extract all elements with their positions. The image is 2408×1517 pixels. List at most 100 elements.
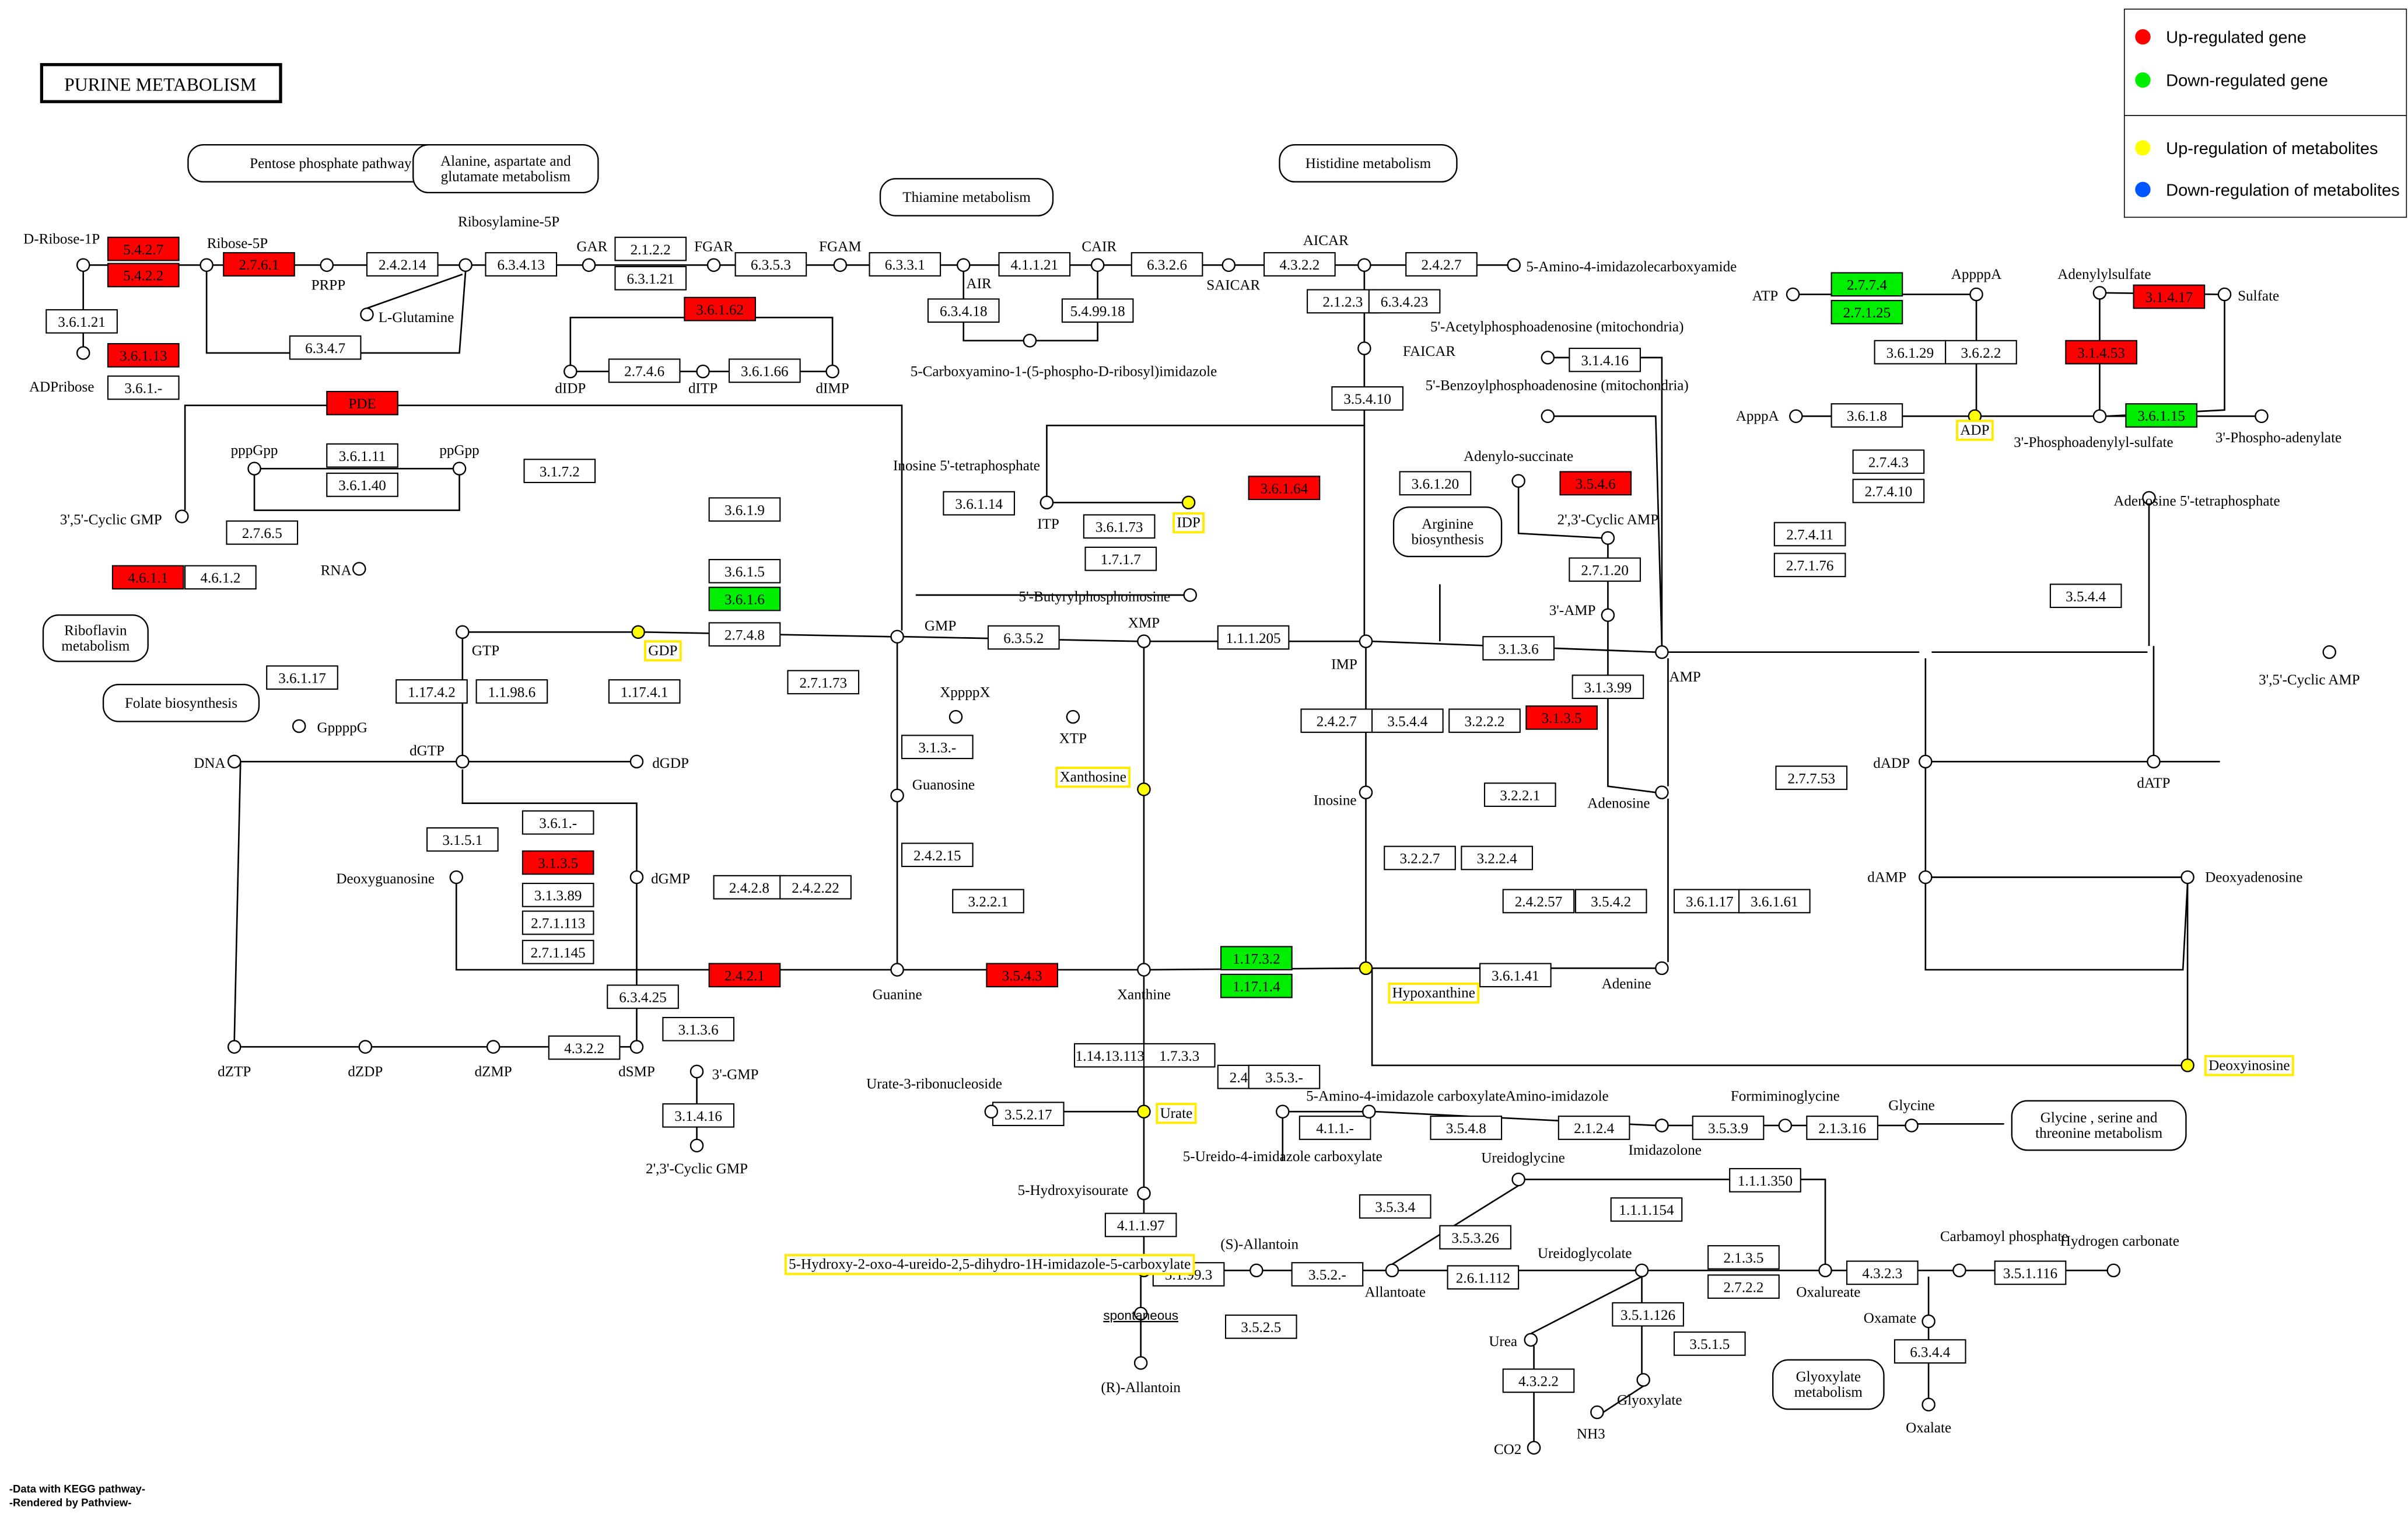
gene-box[interactable]: 2.1.3.5: [1707, 1245, 1780, 1270]
compound-node[interactable]: Adenosine 5'-tetraphosphate: [2113, 491, 2280, 509]
compound-node[interactable]: Guanine: [873, 963, 922, 1002]
gene-box[interactable]: 2.4.2.7: [1405, 252, 1478, 277]
compound-node[interactable]: (S)-Allantoin: [1220, 1236, 1298, 1278]
compound-node[interactable]: 5-Carboxyamino-1-(5-phospho-D-ribosyl)im…: [911, 334, 1217, 380]
compound-node[interactable]: dIMP: [816, 364, 849, 397]
gene-box[interactable]: 3.6.1.9: [708, 497, 781, 522]
compound-node[interactable]: 5'-Acetylphosphoadenosine (mitochondria): [1430, 319, 1684, 365]
gene-box[interactable]: 3.1.7.2: [523, 459, 596, 484]
gene-box[interactable]: 3.1.3.89: [522, 883, 594, 907]
gene-box[interactable]: 3.1.3.-: [901, 735, 974, 760]
gene-box[interactable]: 3.5.4.4: [2049, 583, 2122, 609]
gene-box[interactable]: 3.1.5.1: [426, 827, 499, 852]
compound-node[interactable]: IDP: [1172, 495, 1205, 534]
compound-node[interactable]: Hydrogen carbonate: [2060, 1233, 2179, 1278]
gene-box[interactable]: 3.6.1.40: [326, 473, 398, 497]
gene-box[interactable]: 3.6.1.62: [684, 296, 757, 321]
compound-node[interactable]: 5-Amino-4-imidazole carboxylate: [1306, 1089, 1506, 1118]
gene-box[interactable]: 3.6.1.6: [708, 586, 781, 611]
gene-box[interactable]: 3.5.1.116: [1994, 1260, 2067, 1285]
compound-node[interactable]: D-Ribose-1P: [23, 231, 100, 272]
compound-node[interactable]: Ureidoglycine: [1481, 1150, 1565, 1187]
gene-box[interactable]: 2.7.1.73: [787, 670, 860, 695]
compound-node[interactable]: 2',3'-Cyclic AMP: [1558, 512, 1659, 545]
compound-node[interactable]: Xanthine: [1117, 963, 1171, 1002]
compound-node[interactable]: 3'-Phospho-adenylate: [2216, 409, 2342, 446]
gene-box[interactable]: 1.1.1.154: [1610, 1197, 1683, 1222]
compound-node[interactable]: IMP: [1331, 634, 1373, 673]
gene-box[interactable]: 1.17.4.1: [608, 679, 681, 704]
compound-node[interactable]: CO2: [1494, 1441, 1541, 1457]
compound-node[interactable]: Ureidoglycolate: [1538, 1246, 1649, 1278]
gene-box[interactable]: 3.1.4.17: [2133, 284, 2206, 309]
gene-box[interactable]: 3.6.1.8: [1831, 403, 1903, 428]
compound-node[interactable]: Carbamoyl phosphate: [1940, 1229, 2068, 1278]
gene-box[interactable]: 6.3.2.6: [1130, 252, 1203, 277]
compound-node[interactable]: Guanosine: [890, 777, 975, 803]
compound-node[interactable]: Deoxyinosine: [2180, 1055, 2294, 1076]
compound-node[interactable]: Deoxyadenosine: [2180, 869, 2303, 885]
compound-node[interactable]: XppppX: [940, 684, 991, 724]
compound-node[interactable]: dGDP: [629, 754, 689, 771]
gene-box[interactable]: 2.7.4.6: [608, 358, 681, 383]
compound-node[interactable]: 3'-Phosphoadenylyl-sulfate: [2014, 409, 2174, 450]
gene-box[interactable]: 6.3.3.1: [869, 252, 942, 277]
compound-node[interactable]: dITP: [688, 364, 718, 397]
compound-node[interactable]: Glycine: [1888, 1098, 1935, 1132]
compound-node[interactable]: Oxamate: [1864, 1310, 1936, 1329]
compound-node[interactable]: 5-Hydroxy-2-oxo-4-ureido-2,5-dihydro-1H-…: [784, 1254, 1195, 1278]
gene-box[interactable]: 6.3.4.25: [607, 984, 679, 1009]
compound-node[interactable]: Formiminoglycine: [1731, 1089, 1840, 1132]
compound-node[interactable]: Inosine: [1314, 785, 1373, 809]
gene-box[interactable]: 3.1.3.5: [1525, 705, 1598, 730]
gene-box[interactable]: 3.5.4.6: [1559, 471, 1632, 496]
compound-node[interactable]: 5-Amino-4-imidazolecarboxyamide: [1507, 258, 1737, 275]
gene-box[interactable]: 3.2.2.1: [952, 889, 1024, 914]
pathway-map[interactable]: Folate biosynthesis: [102, 683, 260, 722]
compound-node[interactable]: dZDP: [348, 1040, 383, 1080]
compound-node[interactable]: ADPribose: [29, 346, 94, 395]
gene-box[interactable]: 3.5.4.4: [1371, 708, 1444, 733]
gene-box[interactable]: 2.1.2.3: [1307, 289, 1379, 314]
compound-node[interactable]: XTP: [1059, 709, 1087, 747]
gene-box[interactable]: 3.6.1.41: [1479, 963, 1552, 988]
gene-box[interactable]: 5.4.99.18: [1061, 298, 1134, 323]
gene-box[interactable]: 3.1.3.5: [522, 850, 594, 875]
gene-box[interactable]: 3.5.3.26: [1439, 1225, 1511, 1250]
compound-node[interactable]: Glyoxylate: [1617, 1373, 1682, 1408]
gene-box[interactable]: 6.3.4.23: [1368, 289, 1441, 314]
gene-box[interactable]: 4.1.1.-: [1298, 1116, 1371, 1140]
gene-box[interactable]: 4.1.1.97: [1104, 1212, 1177, 1238]
gene-box[interactable]: 2.4.2.8: [713, 875, 786, 900]
compound-node[interactable]: Urea: [1489, 1333, 1538, 1350]
compound-node[interactable]: ADP: [1956, 409, 1994, 441]
pathway-map[interactable]: Histidine metabolism: [1279, 144, 1458, 183]
compound-node[interactable]: 3'-AMP: [1549, 603, 1615, 622]
compound-node[interactable]: pppGpp: [231, 442, 278, 476]
compound-node[interactable]: Oxalureate: [1796, 1263, 1860, 1300]
gene-box[interactable]: 2.7.4.3: [1852, 449, 1925, 474]
compound-node[interactable]: (R)-Allantoin: [1101, 1356, 1181, 1396]
gene-box[interactable]: 3.5.1.5: [1673, 1331, 1746, 1356]
compound-node[interactable]: GDP: [631, 625, 682, 662]
gene-box[interactable]: 3.5.3.4: [1359, 1194, 1432, 1219]
compound-node[interactable]: FAICAR: [1357, 341, 1455, 359]
compound-node[interactable]: dIDP: [555, 364, 586, 397]
compound-node[interactable]: Urate-3-ribonucleoside: [866, 1076, 1002, 1118]
gene-box[interactable]: 3.6.1.15: [2125, 403, 2197, 428]
gene-box[interactable]: 3.2.2.4: [1461, 845, 1533, 871]
compound-node[interactable]: dAMP: [1867, 869, 1933, 885]
pathway-map[interactable]: Pentose phosphate pathway: [187, 144, 474, 183]
compound-node[interactable]: dATP: [2137, 754, 2171, 791]
gene-box[interactable]: 2.4.2.7: [1300, 708, 1373, 733]
gene-box[interactable]: 4.1.1.21: [998, 252, 1071, 277]
gene-box[interactable]: 1.17.4.2: [396, 679, 468, 704]
compound-node[interactable]: 3'-GMP: [690, 1064, 759, 1083]
gene-box[interactable]: 2.4.2.14: [366, 252, 439, 277]
compound-node[interactable]: AICAR: [1303, 233, 1371, 272]
gene-box[interactable]: 3.5.4.2: [1574, 889, 1647, 914]
gene-box[interactable]: 2.1.2.4: [1558, 1116, 1630, 1140]
